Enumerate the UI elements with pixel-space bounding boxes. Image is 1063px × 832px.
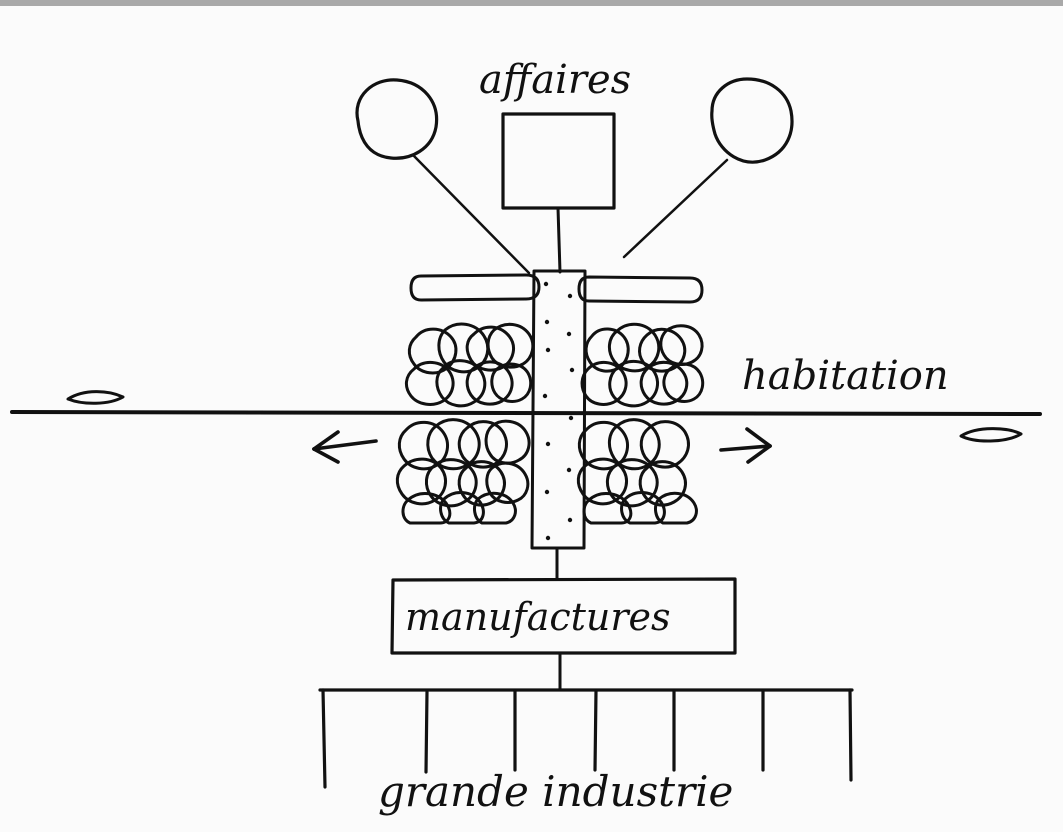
main-axis-line bbox=[10, 410, 1042, 416]
habitation-cluster-upper-left bbox=[405, 322, 535, 408]
balloon-left-icon bbox=[355, 78, 531, 275]
central-spine bbox=[530, 269, 587, 550]
label-manufactures: manufactures bbox=[405, 595, 671, 639]
arrow-left-icon bbox=[312, 430, 378, 464]
manufactures-box bbox=[390, 577, 737, 655]
habitation-cluster-lower-left bbox=[395, 418, 531, 525]
affaires-connector bbox=[556, 206, 562, 274]
ink-layer: affaires habitation manufactures grande … bbox=[10, 57, 1042, 816]
top-strip bbox=[0, 0, 1063, 6]
affaires-box bbox=[501, 112, 616, 210]
balloon-right-icon bbox=[622, 77, 794, 259]
right-dash-mark bbox=[959, 427, 1023, 443]
label-habitation: habitation bbox=[742, 353, 949, 399]
spine-dots bbox=[542, 281, 575, 541]
habitation-cluster-lower-right bbox=[576, 418, 698, 525]
label-affaires: affaires bbox=[479, 57, 631, 103]
industry-frame bbox=[318, 688, 854, 789]
top-right-wing bbox=[577, 275, 704, 304]
label-grande-industrie: grande industrie bbox=[378, 767, 733, 816]
left-dash-mark bbox=[66, 390, 125, 405]
top-left-wing bbox=[409, 273, 541, 302]
habitation-cluster-upper-right bbox=[580, 322, 705, 408]
arrow-right-icon bbox=[719, 427, 772, 464]
